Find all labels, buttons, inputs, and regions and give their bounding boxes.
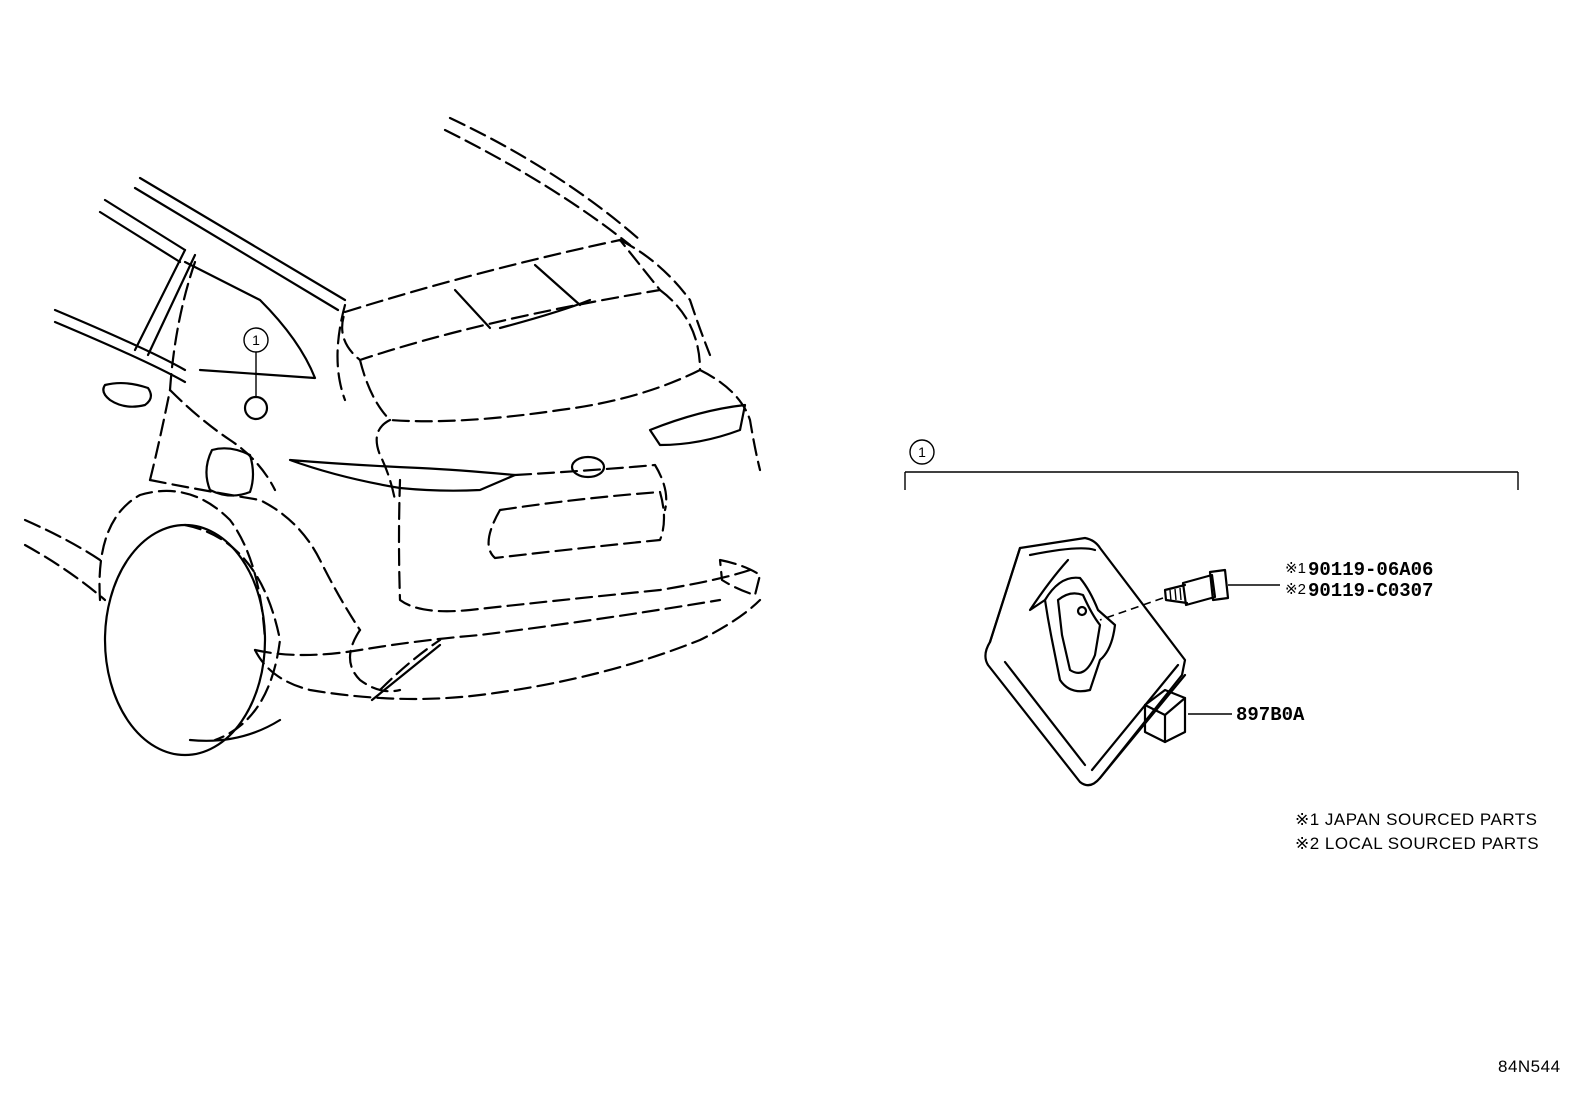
bolt-local-mark: ※2	[1285, 581, 1306, 598]
exploded-view-header: 1	[904, 439, 1519, 490]
vehicle-callout: 1	[243, 327, 269, 396]
bolt-illustration	[1099, 568, 1230, 621]
control-module-illustration	[984, 536, 1187, 787]
bolt-japan-part-number: 90119-06A06	[1308, 559, 1433, 581]
exploded-callout-number: 1	[918, 444, 926, 460]
leader-lines	[1188, 584, 1280, 715]
bolt-local-part-number: 90119-C0307	[1308, 580, 1433, 602]
note-japan-sourced: ※1 JAPAN SOURCED PARTS	[1295, 810, 1538, 829]
vehicle-illustration	[23, 116, 762, 757]
part-labels: ※1 90119-06A06 ※2 90119-C0307 897B0A	[1236, 559, 1433, 726]
bolt-japan-mark: ※1	[1285, 560, 1306, 577]
module-location-marker	[243, 395, 269, 421]
note-local-sourced: ※2 LOCAL SOURCED PARTS	[1295, 834, 1539, 853]
module-part-number: 897B0A	[1236, 704, 1305, 726]
vehicle-callout-number: 1	[252, 332, 260, 348]
diagram-code: 84N544	[1498, 1057, 1561, 1076]
sourcing-notes: ※1 JAPAN SOURCED PARTS ※2 LOCAL SOURCED …	[1295, 810, 1539, 853]
